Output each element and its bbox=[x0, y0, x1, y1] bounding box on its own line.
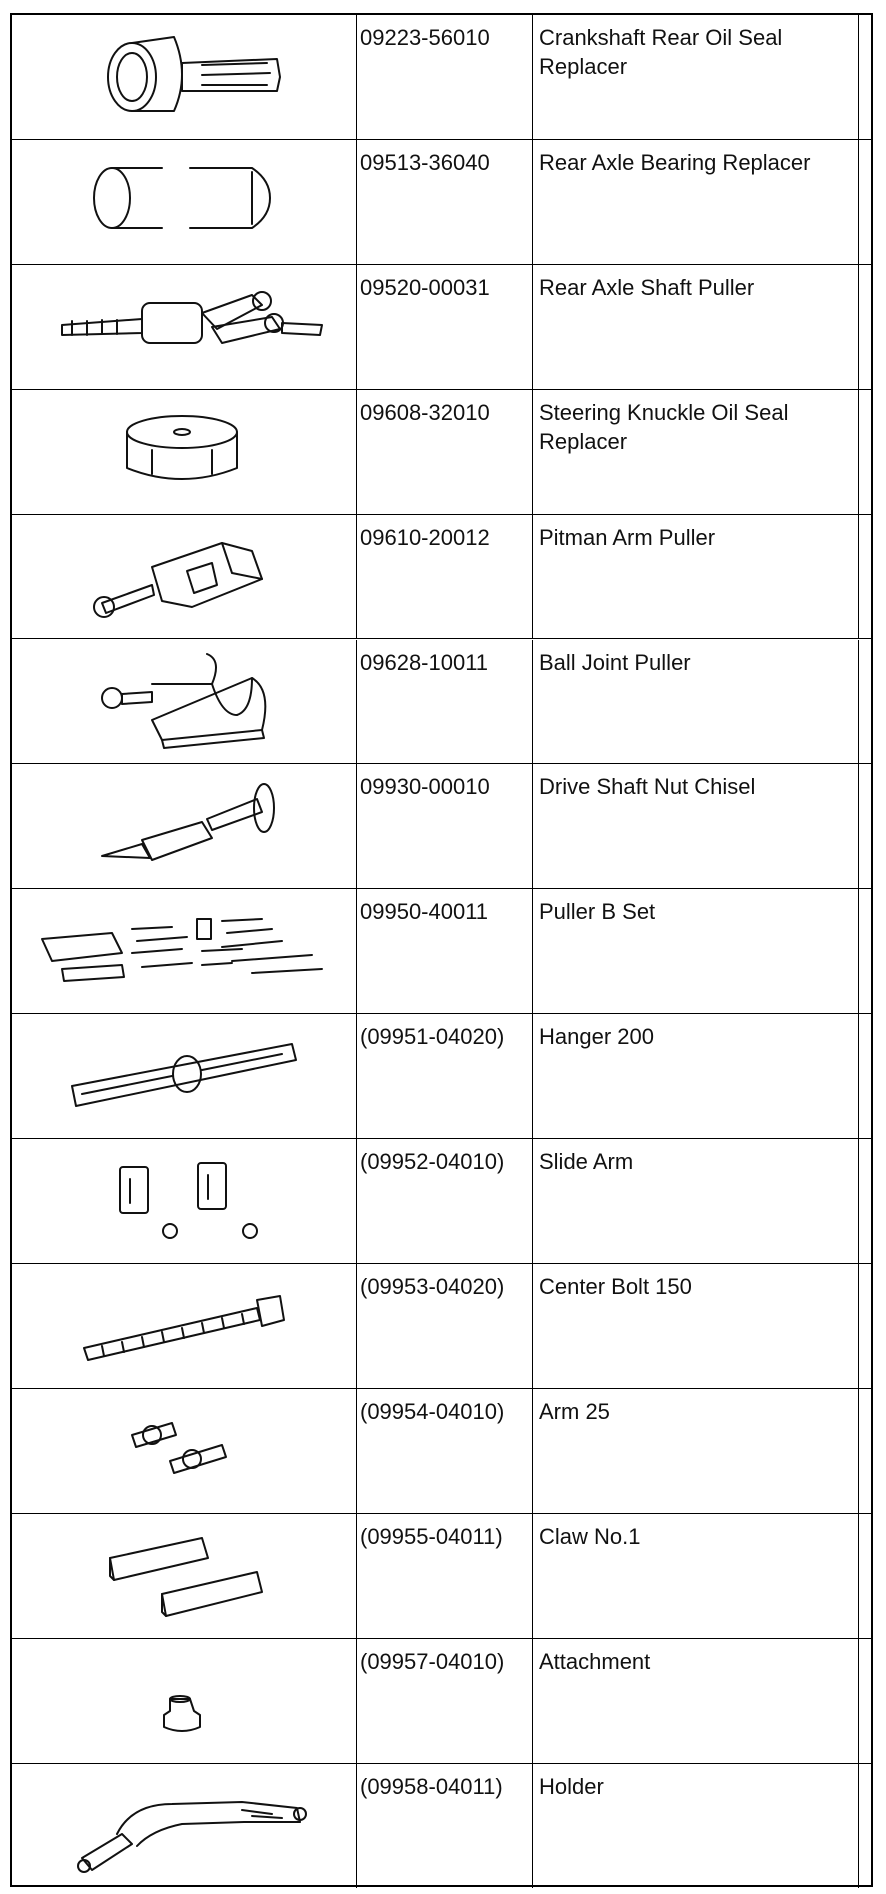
nut-chisel-icon bbox=[12, 764, 356, 888]
part-number: 09950-40011 bbox=[360, 899, 489, 925]
part-number: 09628-10011 bbox=[360, 649, 489, 675]
center-bolt-icon bbox=[12, 1264, 356, 1388]
table-row: 09930-00010 Drive Shaft Nut Chisel bbox=[12, 764, 871, 890]
table-row: 09950-40011 Puller B Set bbox=[12, 889, 871, 1015]
table-row: (09954-04010) Arm 25 bbox=[12, 1388, 871, 1514]
part-number: 09513-36040 bbox=[360, 149, 490, 175]
oil-seal-replacer-icon bbox=[12, 15, 356, 139]
special-tools-table: 09223-56010 Crankshaft Rear Oil Seal Rep… bbox=[10, 13, 873, 1889]
part-number: (09951-04020) bbox=[360, 1024, 505, 1050]
hanger-icon bbox=[12, 1014, 356, 1138]
knuckle-seal-replacer-icon bbox=[12, 390, 356, 514]
table-row: 09610-20012 Pitman Arm Puller bbox=[12, 514, 871, 640]
tool-name: Rear Axle Shaft Puller bbox=[539, 274, 755, 300]
attachment-icon bbox=[12, 1639, 356, 1763]
part-number: (09958-04011) bbox=[360, 1773, 503, 1799]
table-row: (09958-04011) Holder bbox=[12, 1763, 871, 1889]
claw-icon bbox=[12, 1514, 356, 1638]
table-row: (09951-04020) Hanger 200 bbox=[12, 1014, 871, 1140]
part-number: 09608-32010 bbox=[360, 399, 490, 425]
part-number: (09952-04010) bbox=[360, 1149, 505, 1175]
arm-icon bbox=[12, 1389, 356, 1513]
bearing-replacer-icon bbox=[12, 140, 356, 264]
table-row: 09223-56010 Crankshaft Rear Oil Seal Rep… bbox=[12, 15, 871, 140]
tool-name: Rear Axle Bearing Replacer bbox=[539, 149, 811, 175]
tool-name: Claw No.1 bbox=[539, 1523, 641, 1549]
table-row: (09952-04010) Slide Arm bbox=[12, 1139, 871, 1264]
shaft-puller-icon bbox=[12, 265, 356, 389]
tool-name: Attachment bbox=[539, 1648, 651, 1674]
holder-icon bbox=[12, 1764, 356, 1888]
part-number: (09957-04010) bbox=[360, 1648, 505, 1674]
tool-name: Center Bolt 150 bbox=[539, 1274, 692, 1299]
ball-joint-puller-icon bbox=[12, 640, 356, 764]
table-row: 09608-32010 Steering Knuckle Oil Seal Re… bbox=[12, 389, 871, 515]
tool-name: Arm 25 bbox=[539, 1398, 610, 1424]
slide-arm-icon bbox=[12, 1139, 356, 1263]
tool-name: Puller B Set bbox=[539, 899, 656, 925]
part-number: 09610-20012 bbox=[360, 524, 490, 550]
table-row: (09955-04011) Claw No.1 bbox=[12, 1513, 871, 1639]
tool-name: Slide Arm bbox=[539, 1149, 634, 1175]
tool-name: Crankshaft Rear Oil Seal Replacer bbox=[539, 25, 783, 79]
tool-name: Drive Shaft Nut Chisel bbox=[539, 774, 756, 800]
table-row: 09520-00031 Rear Axle Shaft Puller bbox=[12, 264, 871, 390]
tool-name: Ball Joint Puller bbox=[539, 649, 691, 675]
tool-name: Steering Knuckle Oil Seal Replacer bbox=[539, 399, 789, 454]
pitman-arm-puller-icon bbox=[12, 515, 356, 639]
part-number: 09223-56010 bbox=[360, 25, 490, 50]
table-row: 09513-36040 Rear Axle Bearing Replacer bbox=[12, 139, 871, 265]
table-row: 09628-10011 Ball Joint Puller bbox=[12, 639, 871, 765]
tool-name: Holder bbox=[539, 1773, 604, 1799]
table-row: (09957-04010) Attachment bbox=[12, 1638, 871, 1764]
part-number: (09953-04020) bbox=[360, 1274, 505, 1299]
part-number: 09930-00010 bbox=[360, 774, 490, 800]
tool-name: Hanger 200 bbox=[539, 1024, 654, 1050]
part-number: 09520-00031 bbox=[360, 274, 490, 300]
part-number: (09954-04010) bbox=[360, 1398, 505, 1424]
part-number: (09955-04011) bbox=[360, 1523, 503, 1549]
puller-set-icon bbox=[12, 889, 356, 1013]
table-row: (09953-04020) Center Bolt 150 bbox=[12, 1264, 871, 1389]
tool-name: Pitman Arm Puller bbox=[539, 524, 716, 550]
